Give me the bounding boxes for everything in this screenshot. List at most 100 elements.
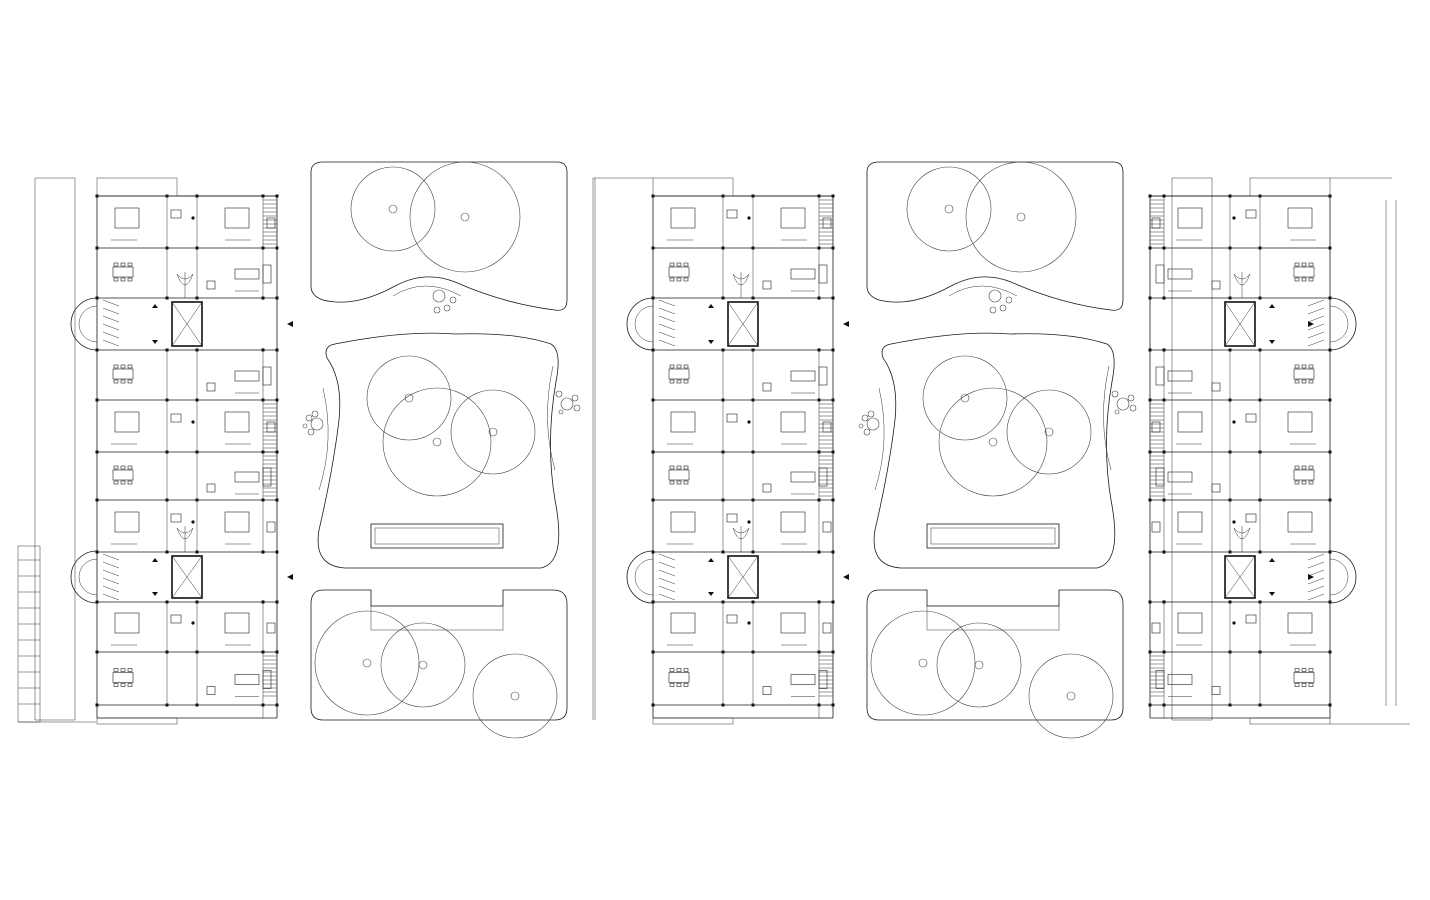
- washbasin-icon: [170, 614, 182, 624]
- elevator-shaft: [727, 555, 759, 599]
- washbasin-icon: [1245, 614, 1257, 624]
- fixture-dot: [191, 216, 195, 220]
- shrub-icon: [988, 289, 1002, 303]
- dining-table-icon: [1293, 368, 1315, 380]
- armchair-icon: [266, 421, 276, 433]
- central-garden-outline: [317, 332, 560, 569]
- bed-icon: [1287, 411, 1313, 433]
- chair-icon: [676, 379, 682, 384]
- spiral-stair-icon: [1233, 527, 1251, 540]
- column-marker: [1148, 348, 1152, 352]
- stair-tread: [1307, 593, 1325, 601]
- sofa-icon: [1155, 366, 1165, 386]
- stair-tread: [658, 339, 676, 347]
- tree-canopy-icon: [472, 653, 558, 739]
- bed-icon: [670, 207, 696, 229]
- bed-icon: [1287, 612, 1313, 634]
- shrub-icon: [449, 296, 457, 304]
- bed-icon: [1177, 207, 1203, 229]
- stair-tread: [102, 593, 120, 601]
- column-marker: [817, 550, 821, 554]
- reflecting-pool-inner: [930, 527, 1056, 545]
- column-marker: [1328, 398, 1332, 402]
- sofa-icon: [1167, 674, 1193, 685]
- entrance-arrow-icon: [843, 574, 849, 580]
- fixture-dot: [191, 420, 195, 424]
- tree-canopy-icon: [380, 622, 466, 708]
- chair-icon: [676, 480, 682, 485]
- tree-trunk-icon: [488, 427, 498, 437]
- column-marker: [1328, 650, 1332, 654]
- dining-table-icon: [1293, 469, 1315, 481]
- stair-tread: [658, 561, 676, 569]
- stair-arrow-icon: [1269, 592, 1275, 596]
- stair-tower-inner: [78, 558, 98, 596]
- chair-icon: [1294, 364, 1300, 369]
- chair-icon: [676, 683, 682, 687]
- armchair-icon: [1211, 382, 1221, 392]
- washbasin-icon: [1245, 209, 1257, 219]
- stair-tread: [1307, 339, 1325, 347]
- bed-icon: [1177, 411, 1203, 433]
- chair-icon: [676, 277, 682, 282]
- column-marker: [1328, 450, 1332, 454]
- sofa-icon: [790, 471, 816, 483]
- shrub-icon: [867, 410, 875, 418]
- shrub-icon: [433, 306, 441, 314]
- chair-icon: [1301, 277, 1307, 282]
- washbasin-icon: [1245, 413, 1257, 423]
- shrub-icon: [305, 414, 313, 422]
- column-marker: [651, 550, 655, 554]
- chair-icon: [127, 683, 133, 687]
- fixture-dot: [1232, 420, 1236, 424]
- stair-arrow-icon: [152, 558, 158, 562]
- stair-tread: [658, 315, 676, 323]
- chair-icon: [1301, 668, 1307, 672]
- stair-tower-inner: [634, 305, 654, 343]
- column-marker: [831, 550, 835, 554]
- building-1: [34, 177, 293, 725]
- stair-tread: [658, 585, 676, 593]
- shrub-icon: [1111, 390, 1119, 398]
- column-marker: [1162, 296, 1166, 300]
- garden-path-curve: [392, 285, 462, 297]
- column-marker: [261, 498, 265, 502]
- sofa-icon: [262, 467, 272, 487]
- column-marker: [95, 498, 99, 502]
- chair-icon: [120, 379, 126, 384]
- bench-curve: [547, 365, 556, 471]
- armchair-icon: [266, 622, 276, 634]
- bed-icon: [114, 612, 140, 634]
- stair-tread: [658, 331, 676, 339]
- column-marker: [275, 498, 279, 502]
- chair-icon: [120, 668, 126, 672]
- tree-trunk-icon: [944, 204, 954, 214]
- dining-table-icon: [668, 368, 690, 380]
- tree-canopy-icon: [314, 610, 420, 716]
- sofa-icon: [1155, 467, 1165, 487]
- courtyard-2: [858, 161, 1137, 739]
- shrub-icon: [999, 304, 1007, 312]
- dining-table-icon: [112, 368, 134, 380]
- spiral-stair-icon: [1233, 273, 1251, 286]
- chair-icon: [683, 683, 689, 687]
- column-marker: [261, 348, 265, 352]
- chair-icon: [683, 262, 689, 267]
- column-marker: [1162, 703, 1166, 707]
- column-marker: [831, 703, 835, 707]
- shrub-icon: [310, 417, 324, 431]
- stair-tread: [1307, 569, 1325, 577]
- bed-icon: [670, 411, 696, 433]
- sofa-icon: [1155, 264, 1165, 284]
- shrub-icon: [307, 428, 315, 436]
- stair-tower-outer: [1329, 550, 1357, 604]
- stair-tread: [658, 553, 676, 561]
- fixture-dot: [1232, 520, 1236, 524]
- chair-icon: [1294, 480, 1300, 485]
- chair-icon: [127, 480, 133, 485]
- stair-tread: [1307, 585, 1325, 593]
- armchair-icon: [822, 217, 832, 229]
- elevator-shaft: [171, 301, 203, 347]
- column-marker: [1328, 498, 1332, 502]
- column-marker: [95, 398, 99, 402]
